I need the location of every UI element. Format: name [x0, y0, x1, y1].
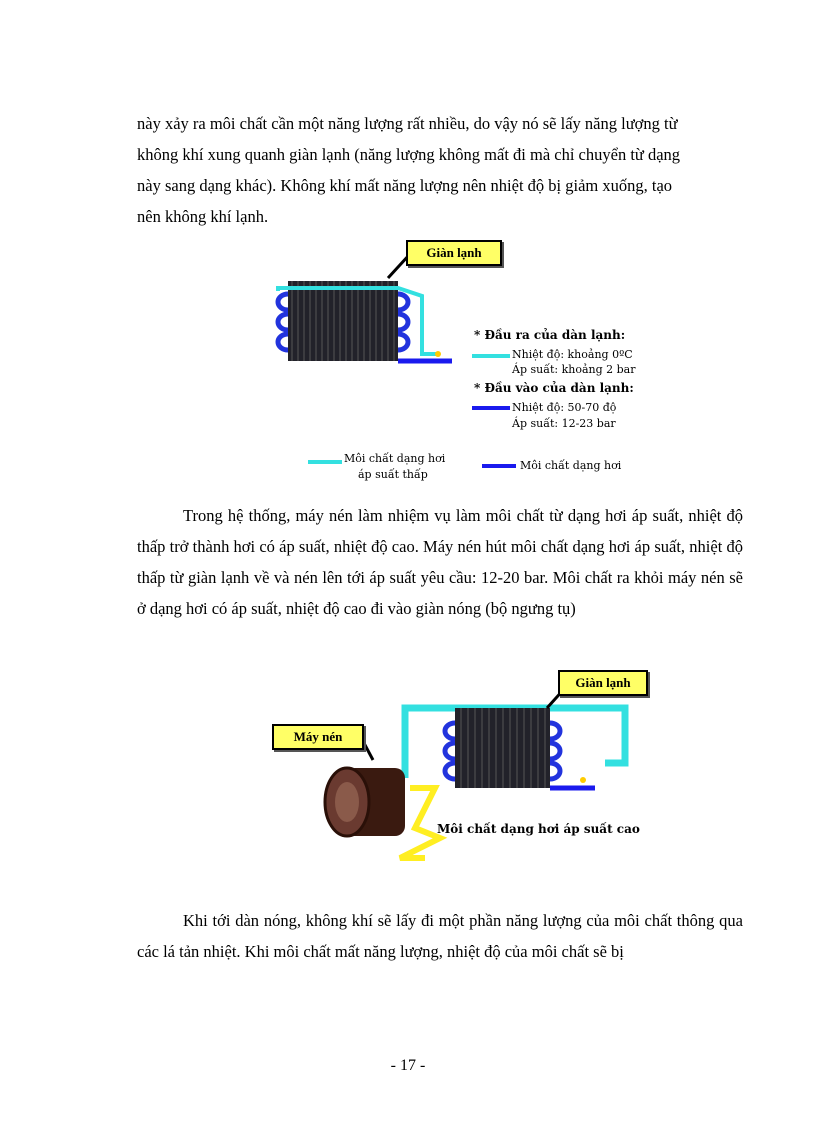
discharge-pipe [398, 785, 448, 861]
inlet-heading: * Đầu vào của dàn lạnh: [474, 381, 634, 395]
legend-low-label-2: áp suất thấp [358, 468, 428, 481]
inlet-pressure: Áp suất: 12-23 bar [512, 417, 616, 430]
paragraph-2: Trong hệ thống, máy nén làm nhiệm vụ làm… [137, 506, 743, 618]
inlet-temp: Nhiệt độ: 50-70 độ [512, 401, 617, 414]
expansion-valve-icon [435, 351, 441, 357]
outlet-pipe [276, 286, 438, 356]
paragraph-1-line: này sang dạng khác). Không khí mất năng … [137, 176, 673, 195]
evaporator-callout-2: Giàn lạnh [558, 670, 648, 696]
discharge-label: Môi chất dạng hơi áp suất cao [437, 822, 640, 836]
paragraph-1-line: không khí xung quanh giàn lạnh (năng lượ… [137, 145, 681, 164]
evaporator-callout: Giàn lạnh [406, 240, 502, 266]
figure-evaporator: Giàn lạnh * Đầu ra của dàn lạnh: Nhiệt đ… [260, 236, 660, 486]
suction-pipe [401, 704, 629, 778]
paragraph-3: Khi tới dàn nóng, không khí sẽ lấy đi mộ… [137, 911, 743, 961]
evaporator-core [288, 281, 398, 361]
page-number: - 17 - [390, 1057, 426, 1074]
paragraph-1-line: nên không khí lạnh. [137, 207, 269, 226]
paragraph-1: này xảy ra môi chất cần một năng lượng r… [137, 108, 743, 232]
legend-low-label-1: Môi chất dạng hơi [344, 452, 446, 465]
compressor-body [323, 766, 405, 838]
expansion-valve-icon-2 [580, 777, 586, 783]
legend-high-label: Môi chất dạng hơi [520, 459, 622, 472]
paragraph-1-line: này xảy ra môi chất cần một năng lượng r… [137, 114, 678, 133]
figure-compressor: Giàn lạnh Máy nén Môi chất dạng hơi áp s… [265, 668, 665, 868]
compressor-diagram [323, 686, 629, 861]
evaporator-diagram [275, 252, 516, 468]
compressor-callout: Máy nén [272, 724, 364, 750]
outlet-pressure: Áp suất: khoảng 2 bar [512, 363, 636, 376]
outlet-heading: * Đầu ra của dàn lạnh: [474, 328, 626, 342]
outlet-temp: Nhiệt độ: khoảng 0ºC [512, 348, 633, 361]
